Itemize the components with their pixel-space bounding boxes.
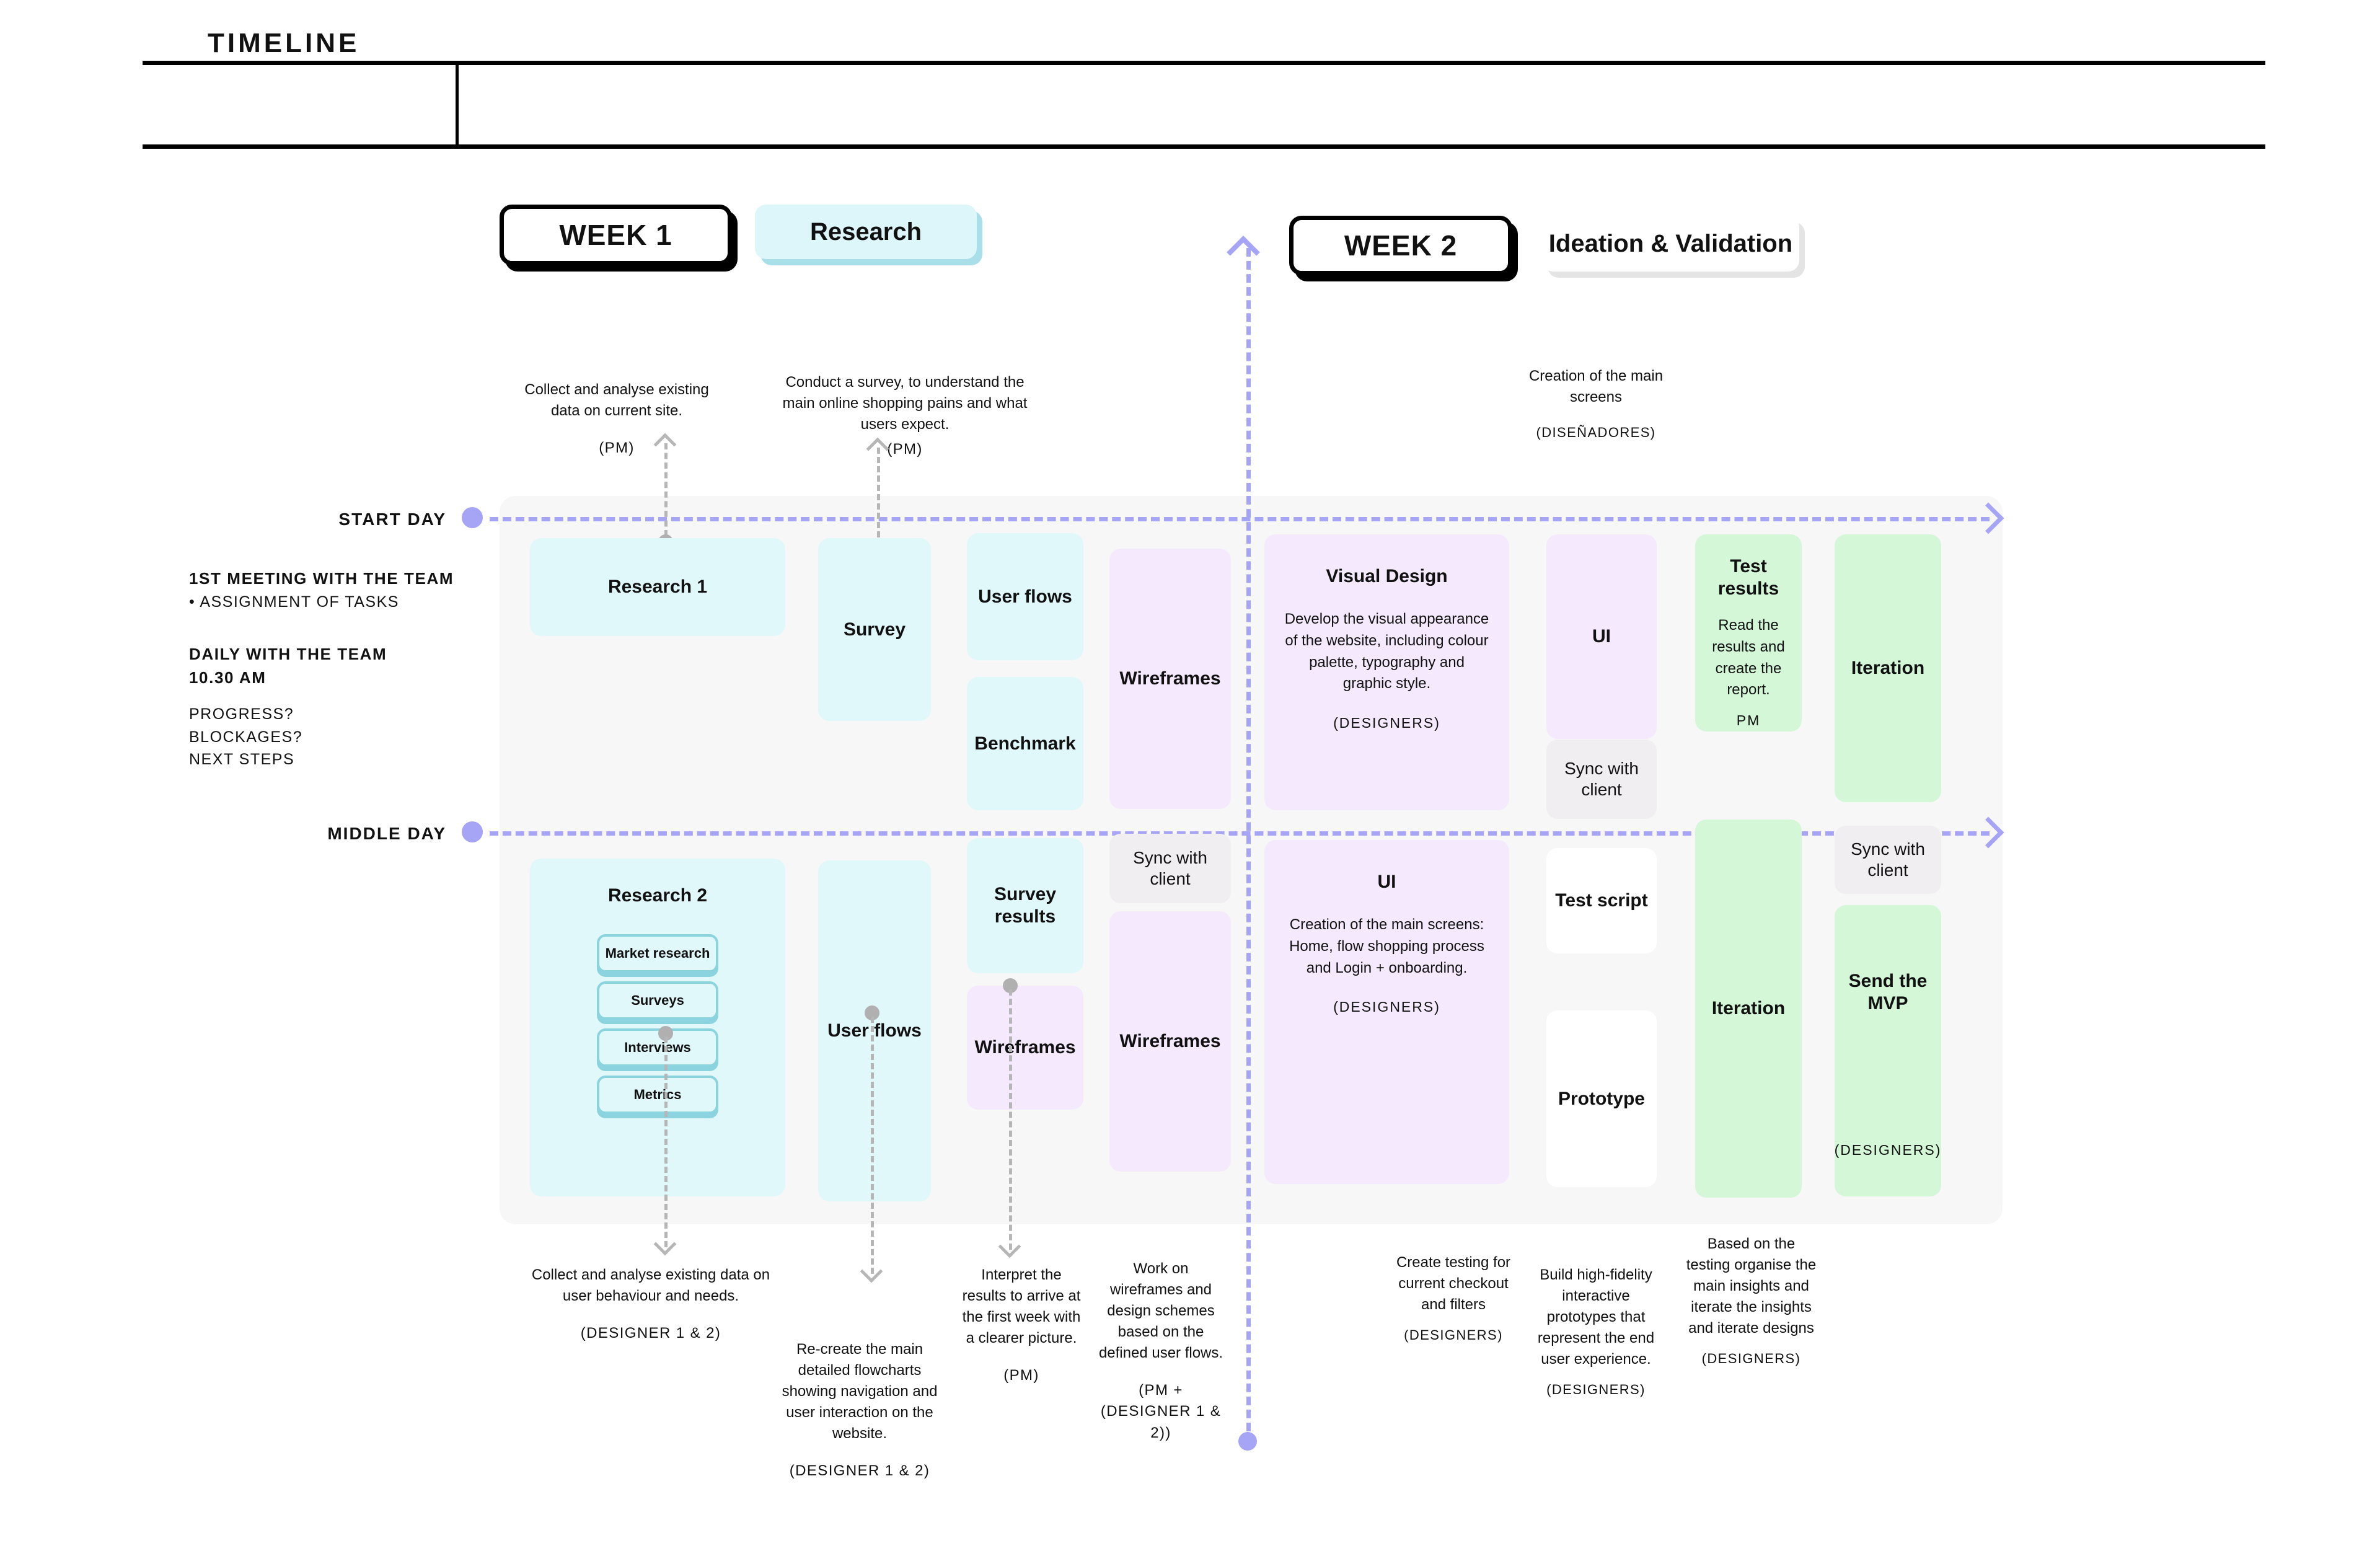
week-divider-dot (1238, 1432, 1257, 1451)
card-iteration-bottom[interactable]: Iteration (1695, 820, 1802, 1198)
daily-question-blockages: BLOCKAGES? (189, 728, 303, 746)
card-sync-with-client-top[interactable]: Sync with client (1546, 740, 1657, 819)
connector-research2-arrow-icon (653, 1232, 677, 1256)
card-user-flows-top[interactable]: User flows (967, 533, 1083, 660)
top-annotation-survey: Conduct a survey, to understand the main… (782, 374, 1028, 458)
connector-userflows (871, 1017, 874, 1274)
bottom-annotation-iterate: Based on the testing organise the main i… (1686, 1235, 1817, 1367)
start-day-rail (490, 517, 1990, 521)
card-survey[interactable]: Survey (818, 538, 931, 721)
bottom-annotation-user-flows: Re-create the main detailed flowcharts s… (782, 1341, 938, 1480)
bottom-annotation-testing: Create testing for current checkout and … (1396, 1254, 1511, 1343)
connector-userflows-arrow-icon (860, 1260, 883, 1283)
card-wireframes-bottom-right[interactable]: Wireframes (1109, 911, 1231, 1172)
pill-surveys[interactable]: Surveys (597, 981, 718, 1020)
daily-question-next-steps: NEXT STEPS (189, 750, 295, 768)
meeting-bullet: • ASSIGNMENT OF TASKS (189, 593, 399, 611)
connector-research2 (664, 1036, 668, 1247)
card-test-script[interactable]: Test script (1546, 848, 1657, 953)
pill-metrics[interactable]: Metrics (597, 1076, 718, 1114)
connector-survey-results (1009, 989, 1012, 1250)
card-prototype[interactable]: Prototype (1546, 1010, 1657, 1187)
pill-interviews[interactable]: Interviews (597, 1028, 718, 1067)
connector-survey (877, 448, 880, 547)
start-day-dot (462, 507, 483, 528)
card-sync-with-client-middle[interactable]: Sync with client (1109, 834, 1231, 903)
card-send-the-mvp[interactable]: Send the MVP (DESIGNERS) (1835, 905, 1941, 1196)
middle-day-rail (490, 831, 1990, 836)
start-day-label: START DAY (338, 510, 446, 529)
card-visual-design[interactable]: Visual Design Develop the visual appeara… (1264, 534, 1509, 810)
card-sync-with-client-right[interactable]: Sync with client (1835, 826, 1941, 894)
week-divider-line (1246, 248, 1251, 1444)
card-wireframes-top[interactable]: Wireframes (1109, 549, 1231, 809)
sidebar-notes: 1ST MEETING WITH THE TEAM • ASSIGNMENT O… (189, 567, 480, 771)
pill-market-research[interactable]: Market research (597, 934, 718, 973)
daily-question-progress: PROGRESS? (189, 705, 294, 723)
header-divider (456, 65, 459, 144)
bottom-annotation-wireframes: Work on wireframes and design schemes ba… (1098, 1260, 1223, 1441)
card-ui-bottom[interactable]: UI Creation of the main screens: Home, f… (1264, 840, 1509, 1184)
research-2-pill-list: Market research Surveys Interviews Metri… (597, 926, 718, 1114)
phase-ideation-validation-chip[interactable]: Ideation & Validation (1542, 216, 1799, 272)
middle-day-dot (462, 821, 483, 842)
meeting-title: 1ST MEETING WITH THE TEAM (189, 569, 454, 588)
header-bar (143, 61, 2265, 149)
week-1-chip[interactable]: WEEK 1 (500, 205, 732, 265)
card-wireframes-bottom-left[interactable]: Wireframes (967, 986, 1083, 1110)
card-research-1[interactable]: Research 1 (530, 538, 785, 636)
top-annotation-research1: Collect and analyse existing data on cur… (524, 381, 709, 457)
week-divider-arrow-icon (1227, 236, 1260, 269)
card-user-flows-bottom[interactable]: User flows (818, 860, 931, 1201)
card-ui-top[interactable]: UI (1546, 534, 1657, 739)
card-survey-results[interactable]: Survey results (967, 838, 1083, 973)
week-2-chip[interactable]: WEEK 2 (1289, 216, 1512, 275)
bottom-annotation-research2: Collect and analyse existing data on use… (531, 1266, 770, 1342)
middle-day-label: MIDDLE DAY (327, 824, 446, 843)
bottom-annotation-survey-results: Interpret the results to arrive at the f… (962, 1266, 1081, 1384)
daily-title: DAILY WITH THE TEAM (189, 644, 387, 663)
card-test-results[interactable]: Test results Read the results and create… (1695, 534, 1802, 731)
connector-survey-results-arrow-icon (998, 1235, 1021, 1258)
card-research-2[interactable]: Research 2 Market research Surveys Inter… (530, 859, 785, 1196)
card-benchmark[interactable]: Benchmark (967, 677, 1083, 810)
page-title: TIMELINE (208, 28, 360, 58)
card-iteration-top[interactable]: Iteration (1835, 534, 1941, 802)
bottom-annotation-prototypes: Build high-fidelity interactive prototyp… (1537, 1266, 1655, 1398)
top-annotation-main-screens: Creation of the main screens (DISEÑADORE… (1528, 368, 1664, 441)
phase-research-chip[interactable]: Research (755, 205, 977, 259)
daily-time: 10.30 AM (189, 668, 267, 687)
connector-research1 (664, 443, 668, 536)
